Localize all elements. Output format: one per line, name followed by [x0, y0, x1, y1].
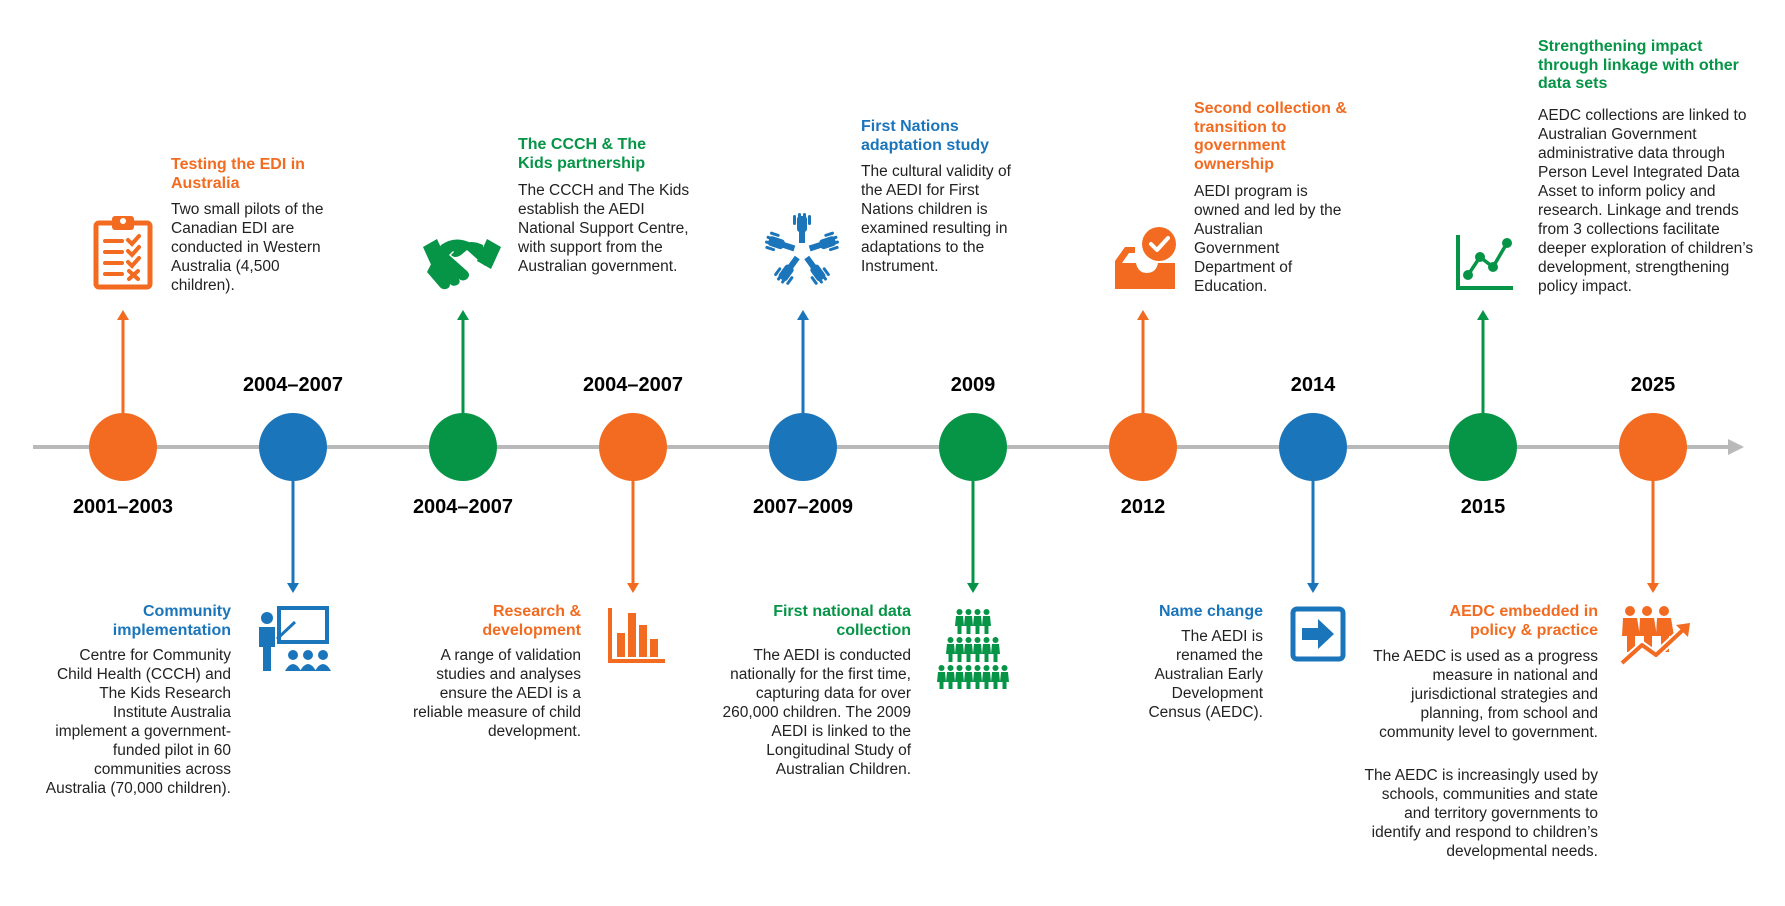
milestone-title: Community implementation	[112, 603, 231, 639]
teacher-class-icon	[259, 606, 331, 671]
milestone-node	[1109, 413, 1177, 481]
milestone-text: The CCCH and The Kids establish the AEDI…	[518, 182, 690, 275]
milestone-title: Name change	[1158, 603, 1263, 620]
person-figure-body	[973, 616, 982, 634]
person-figure-head	[947, 637, 954, 643]
person-figure-body	[955, 672, 964, 689]
person-figure-head	[974, 637, 981, 643]
connector-arrowhead	[1647, 583, 1659, 593]
milestone-text: The cultural validity of the AEDI for Fi…	[861, 163, 1011, 275]
milestone-text: A range of validation studies and analys…	[412, 647, 581, 740]
person-figure-head	[974, 609, 981, 615]
handshake-icon	[423, 239, 501, 290]
milestone-title: Strengthening impact through linkage wit…	[1538, 38, 1739, 92]
inbox-check-icon	[1115, 227, 1176, 289]
milestone-title: AEDC embedded in policy & practice	[1449, 603, 1598, 639]
person-figure-body	[982, 672, 991, 689]
milestone-title: Testing the EDI in Australia	[171, 156, 305, 192]
year-label-2012: 2012	[1120, 496, 1166, 518]
person-figure-body	[955, 616, 964, 634]
milestone-text: Two small pilots of the Canadian EDI are…	[171, 201, 324, 294]
milestone-title: First Nations adaptation study	[861, 118, 990, 154]
person-figure-body	[982, 644, 991, 662]
year-label-2015: 2015	[1460, 496, 1506, 518]
arrow-box-icon	[1290, 606, 1346, 662]
person-figure-body	[973, 672, 982, 689]
connector-arrowhead	[457, 310, 469, 320]
milestone-node	[1619, 413, 1687, 481]
year-label-2014: 2014	[1290, 374, 1336, 396]
person-figure-head	[983, 609, 990, 615]
person-figure-body	[946, 672, 955, 689]
milestone-node	[429, 413, 497, 481]
person-figure-head	[965, 609, 972, 615]
year-label-2009: 2009	[950, 374, 996, 396]
connector-arrowhead	[287, 583, 299, 593]
milestone-node	[939, 413, 1007, 481]
connector-arrowhead	[1307, 583, 1319, 593]
milestone-title: Second collection & transition to govern…	[1194, 100, 1347, 173]
person-figure-head	[983, 665, 990, 671]
clipboard-checklist-icon	[93, 216, 153, 290]
line-chart-icon	[1456, 235, 1513, 290]
person-figure-head	[956, 609, 963, 615]
people-growth-icon	[1620, 606, 1690, 666]
person-figure-head	[938, 665, 945, 671]
connector-arrowhead	[797, 310, 809, 320]
milestone-text: Centre for Community Child Health (CCCH)…	[45, 647, 231, 797]
milestone-text: AEDI program is owned and led by the Aus…	[1194, 183, 1342, 295]
milestone-node	[1279, 413, 1347, 481]
connector-arrowhead	[627, 583, 639, 593]
milestone-node	[259, 413, 327, 481]
connector-arrowhead	[117, 310, 129, 320]
milestone-node	[769, 413, 837, 481]
person-figure-body	[964, 644, 973, 662]
person-figure-head	[965, 637, 972, 643]
milestone-node	[1449, 413, 1517, 481]
person-figure-head	[974, 665, 981, 671]
milestone-text: The AEDC is used as a progress measure i…	[1373, 648, 1598, 741]
person-figure-head	[992, 665, 999, 671]
year-label-2007-2009: 2007–2009	[752, 496, 854, 518]
person-figure-head	[956, 637, 963, 643]
milestone-text-extra: The AEDC is increasingly used by schools…	[1364, 767, 1598, 860]
people-pyramid-icon	[937, 609, 1009, 689]
person-figure-head	[992, 637, 999, 643]
person-figure-head	[965, 665, 972, 671]
year-label-2004-2007-a: 2004–2007	[242, 374, 344, 396]
person-figure-body	[964, 616, 973, 634]
timeline-axis-arrowhead	[1728, 439, 1744, 455]
milestone-text: The AEDI is renamed the Australian Early…	[1148, 628, 1263, 721]
milestone-text: The AEDI is conducted nationally for the…	[722, 647, 911, 778]
connector-arrowhead	[967, 583, 979, 593]
person-figure-head	[983, 637, 990, 643]
person-figure-head	[947, 665, 954, 671]
person-figure-body	[937, 672, 946, 689]
year-label-2004-2007-b: 2004–2007	[412, 496, 514, 518]
person-figure-body	[982, 616, 991, 634]
year-label-2001-2003: 2001–2003	[72, 496, 174, 518]
person-figure-body	[991, 672, 1000, 689]
milestone-text: AEDC collections are linked to Australia…	[1538, 107, 1754, 295]
milestone-node	[89, 413, 157, 481]
person-figure-body	[991, 644, 1000, 662]
milestone-title: Research & development	[482, 603, 581, 639]
bar-chart-icon	[608, 608, 665, 663]
person-figure-body	[955, 644, 964, 662]
person-figure-head	[1001, 665, 1008, 671]
person-figure-head	[956, 665, 963, 671]
milestone-title: First national data collection	[773, 603, 911, 639]
connector-arrowhead	[1477, 310, 1489, 320]
person-figure-body	[1000, 672, 1009, 689]
person-figure-body	[964, 672, 973, 689]
milestone-title: The CCCH & The Kids partnership	[518, 136, 646, 172]
year-label-2025: 2025	[1630, 374, 1676, 396]
person-figure-body	[946, 644, 955, 662]
hands-circle-icon	[764, 213, 840, 288]
connector-arrowhead	[1137, 310, 1149, 320]
person-figure-body	[973, 644, 982, 662]
milestone-node	[599, 413, 667, 481]
year-label-2004-2007-c: 2004–2007	[582, 374, 684, 396]
